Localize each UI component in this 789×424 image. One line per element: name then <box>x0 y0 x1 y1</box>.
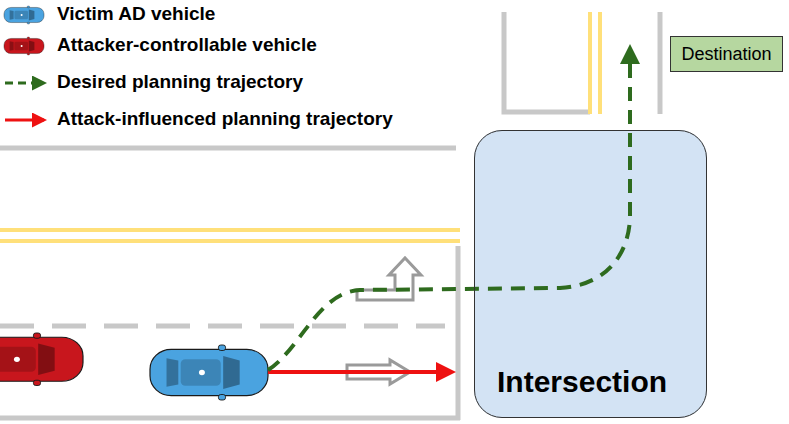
lane-arrows <box>347 258 421 384</box>
destination-label: Destination <box>681 44 771 65</box>
legend-text: Attack-influenced planning trajectory <box>57 108 393 130</box>
intersection-box: Intersection <box>474 130 707 418</box>
vehicles <box>0 333 268 400</box>
trajectories <box>268 48 630 372</box>
legend-text: Attacker-controllable vehicle <box>57 34 317 56</box>
intersection-fill <box>474 130 707 418</box>
intersection-label: Intersection <box>497 365 667 399</box>
legend-text: Victim AD vehicle <box>57 3 215 25</box>
legend-text: Desired planning trajectory <box>57 71 303 93</box>
destination-box: Destination <box>670 36 783 72</box>
legend-samples <box>4 6 44 120</box>
